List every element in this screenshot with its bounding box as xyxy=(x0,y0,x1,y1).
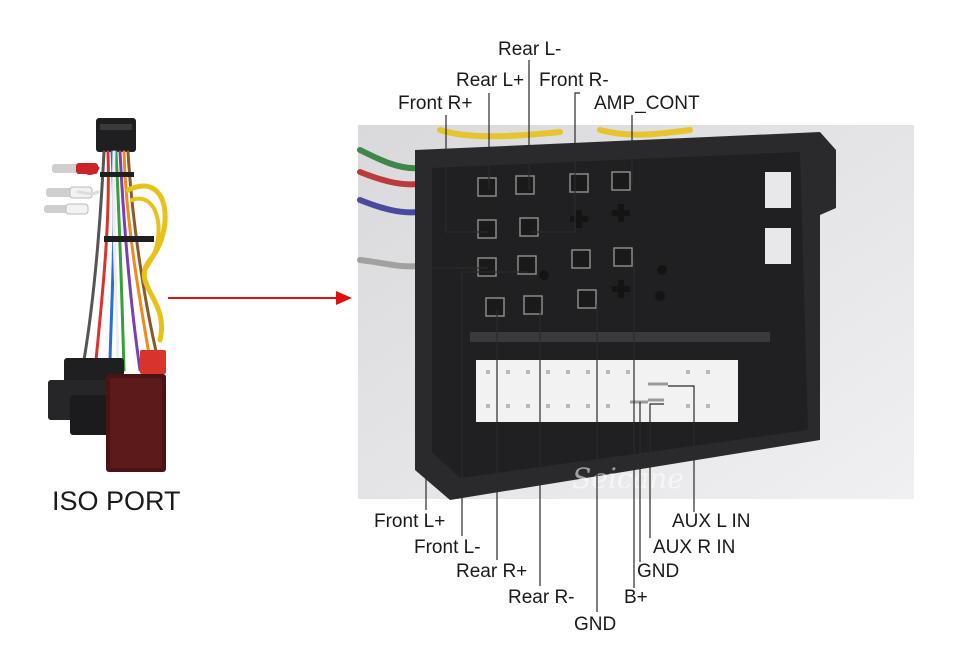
leader-front-l-plus xyxy=(425,267,488,510)
label-front-r-minus: Front R- xyxy=(539,70,609,91)
wire-bundle xyxy=(76,150,168,374)
leader-aux-r-in xyxy=(649,403,664,538)
label-aux-l-in: AUX L IN xyxy=(672,511,751,532)
label-front-r-plus: Front R+ xyxy=(398,93,473,114)
rca-plugs xyxy=(44,163,98,215)
label-rear-l-minus: Rear L- xyxy=(498,39,562,60)
leader-lines xyxy=(425,60,695,612)
label-gnd-aux: GND xyxy=(637,561,680,582)
label-rear-l-plus: Rear L+ xyxy=(456,70,525,91)
label-rear-r-minus: Rear R- xyxy=(508,587,575,608)
label-amp-cont: AMP_CONT xyxy=(594,93,700,114)
label-front-l-minus: Front L- xyxy=(414,537,481,558)
label-b-plus: B+ xyxy=(624,587,648,608)
iso-connector-blocks xyxy=(48,350,166,472)
iso-harness-image xyxy=(44,118,168,472)
label-gnd-main: GND xyxy=(574,614,617,635)
connector-photo: Seicane xyxy=(357,125,914,500)
leader-front-r-plus xyxy=(445,115,488,233)
leader-aux-l-in xyxy=(668,385,695,512)
pointer-arrow xyxy=(168,291,352,305)
label-aux-r-in: AUX R IN xyxy=(653,537,736,558)
leader-front-l-minus xyxy=(461,271,527,536)
leader-front-r-minus xyxy=(530,92,580,233)
label-rear-r-plus: Rear R+ xyxy=(456,561,528,582)
watermark-text: Seicane xyxy=(572,462,684,495)
iso-port-caption: ISO PORT xyxy=(52,486,181,516)
label-front-l-plus: Front L+ xyxy=(374,511,446,532)
